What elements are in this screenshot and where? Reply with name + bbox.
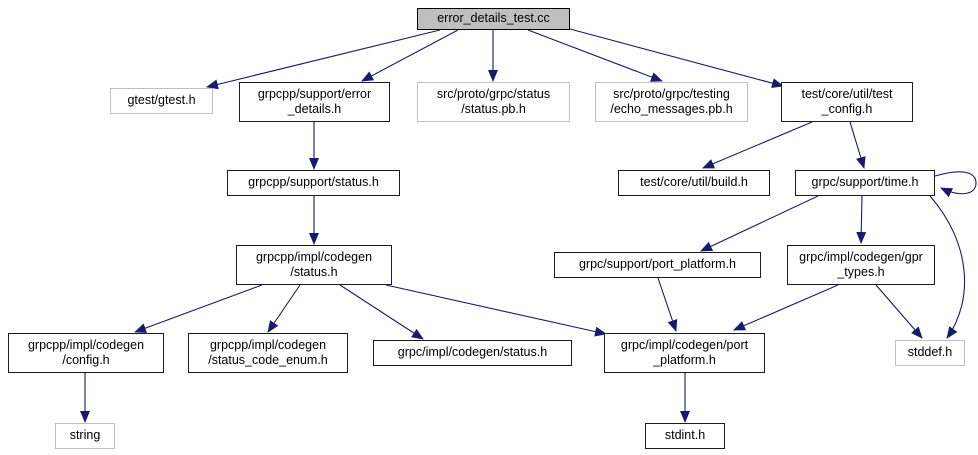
edge-test_config_h-to-build_h — [702, 121, 813, 169]
node-label: src/proto/grpc/status /status.pb.h — [436, 86, 551, 117]
node-label: stdint.h — [664, 428, 706, 443]
node-label: grpc/support/time.h — [811, 175, 919, 190]
node-label: test/core/util/test _config.h — [801, 86, 893, 117]
edge-error_details_test_cc-to-test_config_h — [569, 28, 784, 88]
edge-time_h-to-support_port_platform_h — [700, 195, 819, 252]
node-error_details_h[interactable]: grpcpp/support/error _details.h — [239, 82, 390, 122]
node-status_code_enum_h[interactable]: grpcpp/impl/codegen /status_code_enum.h — [188, 333, 348, 373]
edge-error_details_test_cc-to-error_details_h — [361, 29, 459, 82]
edge-codegen_status_h-to-codegen_port_platform_h — [385, 284, 607, 337]
node-support_port_platform_h[interactable]: grpc/support/port_platform.h — [554, 252, 761, 278]
edge-time_h-to-gpr_types_h — [856, 195, 867, 244]
node-codegen_port_platform_h[interactable]: grpc/impl/codegen/port _platform.h — [604, 333, 765, 373]
node-echo_messages_pb_h: src/proto/grpc/testing /echo_messages.pb… — [595, 82, 748, 122]
edge-test_config_h-to-time_h — [849, 121, 866, 169]
node-label: grpc/impl/codegen/status.h — [397, 345, 548, 360]
edges-group — [80, 28, 977, 423]
node-label: grpc/impl/codegen/port _platform.h — [620, 337, 749, 368]
edge-support_port_platform_h-to-codegen_port_platform_h — [657, 277, 678, 332]
node-label: grpc/support/port_platform.h — [578, 257, 737, 272]
edge-error_details_test_cc-to-echo_messages_pb_h — [527, 29, 663, 82]
node-label: src/proto/grpc/testing /echo_messages.pb… — [610, 86, 733, 117]
node-gtest_h: gtest/gtest.h — [110, 88, 213, 114]
node-label: grpcpp/impl/codegen /status_code_enum.h — [208, 337, 328, 368]
edge-error_details_test_cc-to-gtest_h — [206, 29, 441, 90]
node-codegen_status2_h[interactable]: grpc/impl/codegen/status.h — [373, 340, 572, 366]
edge-codegen_status_h-to-status_code_enum_h — [267, 284, 301, 333]
node-status_pb_h: src/proto/grpc/status /status.pb.h — [417, 82, 570, 122]
node-label: test/core/util/build.h — [640, 175, 748, 190]
node-gpr_types_h[interactable]: grpc/impl/codegen/gpr _types.h — [787, 245, 935, 285]
node-error_details_test_cc: error_details_test.cc — [417, 8, 570, 30]
edge-codegen_status_h-to-config_h — [134, 284, 263, 333]
edge-time_h-to-stddef_h — [929, 195, 965, 339]
edge-gpr_types_h-to-codegen_port_platform_h — [733, 284, 839, 331]
node-config_h[interactable]: grpcpp/impl/codegen /config.h — [8, 333, 164, 373]
node-label: grpcpp/support/status.h — [248, 175, 379, 190]
edge-gpr_types_h-to-stddef_h — [875, 284, 923, 339]
node-label: stddef.h — [907, 345, 953, 360]
node-codegen_status_h[interactable]: grpcpp/impl/codegen /status.h — [236, 245, 392, 285]
node-label: grpcpp/impl/codegen /status.h — [255, 249, 373, 280]
node-label: grpcpp/support/error _details.h — [257, 86, 372, 117]
node-build_h[interactable]: test/core/util/build.h — [618, 170, 770, 196]
edge-time_h-to-time_h — [934, 171, 977, 198]
node-stdint_h[interactable]: stdint.h — [645, 423, 725, 449]
node-label: grpc/impl/codegen/gpr _types.h — [799, 249, 923, 280]
node-string: string — [55, 423, 115, 449]
edge-codegen_status_h-to-codegen_status2_h — [339, 284, 424, 340]
node-label: string — [69, 428, 101, 443]
node-label: error_details_test.cc — [437, 11, 550, 26]
node-time_h[interactable]: grpc/support/time.h — [795, 170, 935, 196]
node-stddef_h: stddef.h — [895, 340, 965, 366]
node-support_status_h[interactable]: grpcpp/support/status.h — [227, 170, 400, 196]
node-test_config_h[interactable]: test/core/util/test _config.h — [781, 82, 913, 122]
node-label: grpcpp/impl/codegen /config.h — [27, 337, 145, 368]
node-label: gtest/gtest.h — [127, 93, 196, 108]
